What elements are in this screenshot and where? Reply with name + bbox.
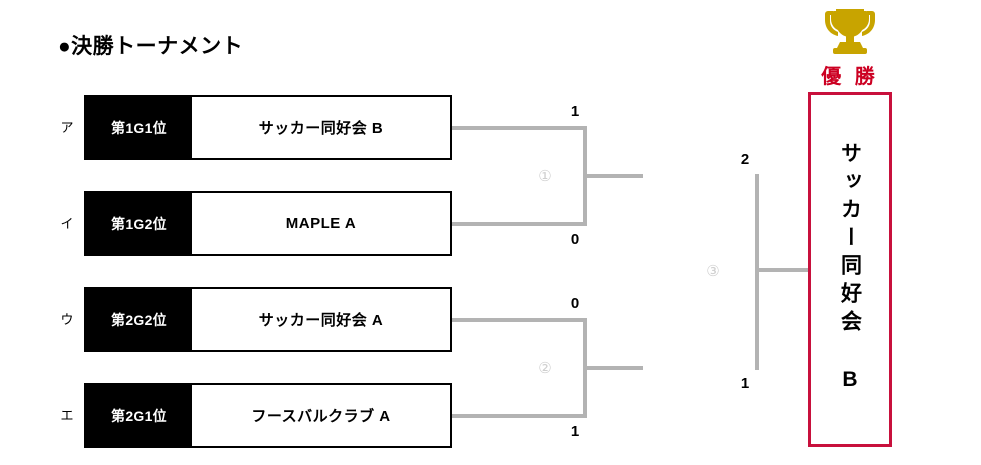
seed-letter-e: エ [60, 408, 74, 423]
team-name-label: MAPLE A [192, 193, 450, 254]
seed-letter-i: イ [60, 216, 74, 231]
connector-line [452, 222, 587, 226]
match-marker-2: ② [538, 360, 552, 377]
trophy-icon [820, 6, 880, 60]
connector-line [452, 126, 587, 130]
team-row[interactable]: 第2G2位 サッカー同好会 A [84, 287, 452, 352]
score-match2-bottom: 1 [570, 423, 580, 440]
score-match3-bottom: 1 [740, 375, 750, 392]
page-title: ●決勝トーナメント [58, 35, 244, 58]
connector-line [452, 318, 587, 322]
seed-rank-label: 第1G2位 [86, 193, 192, 254]
winner-box[interactable]: サッカー同好会 B [808, 92, 892, 447]
match-marker-3: ③ [706, 263, 720, 280]
score-match1-bottom: 0 [570, 231, 580, 248]
team-name-label: サッカー同好会 B [192, 97, 450, 158]
seed-rank-label: 第1G1位 [86, 97, 192, 158]
score-match3-top: 2 [740, 151, 750, 168]
team-row[interactable]: 第2G1位 フースバルクラブ A [84, 383, 452, 448]
team-row[interactable]: 第1G1位 サッカー同好会 B [84, 95, 452, 160]
team-name-label: サッカー同好会 A [192, 289, 450, 350]
team-name-label: フースバルクラブ A [192, 385, 450, 446]
seed-letter-a: ア [60, 120, 74, 135]
match-marker-1: ① [538, 168, 552, 185]
seed-letter-u: ウ [60, 312, 74, 327]
score-match1-top: 1 [570, 103, 580, 120]
score-match2-top: 0 [570, 295, 580, 312]
connector-line [755, 268, 810, 272]
winner-team-name: サッカー同好会 B [838, 141, 862, 398]
connector-line [583, 174, 643, 178]
champion-label: 優 勝 [821, 66, 879, 88]
seed-rank-label: 第2G2位 [86, 289, 192, 350]
connector-line [583, 366, 643, 370]
team-row[interactable]: 第1G2位 MAPLE A [84, 191, 452, 256]
connector-line [755, 174, 759, 370]
seed-rank-label: 第2G1位 [86, 385, 192, 446]
connector-line [452, 414, 587, 418]
